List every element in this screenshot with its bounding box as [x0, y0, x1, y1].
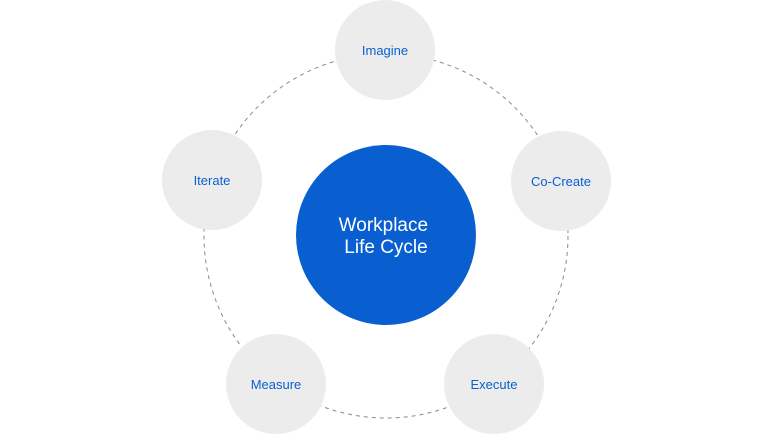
- center-title-line2: Life Cycle: [344, 237, 427, 258]
- stage-node-execute: Execute: [444, 334, 544, 434]
- stage-label-measure: Measure: [251, 377, 302, 392]
- stage-label-iterate: Iterate: [194, 173, 231, 188]
- stage-circle: [335, 0, 435, 100]
- stage-node-measure: Measure: [226, 334, 326, 434]
- stage-label-execute: Execute: [471, 377, 518, 392]
- center-title-line1: Workplace: [339, 215, 428, 236]
- stage-label-co-create: Co-Create: [531, 174, 591, 189]
- stage-circle: [226, 334, 326, 434]
- center-title: Workplace Life Cycle: [339, 215, 434, 258]
- stage-circle: [511, 131, 611, 231]
- center-node: Workplace Life Cycle: [296, 145, 476, 325]
- stage-node-imagine: Imagine: [335, 0, 435, 100]
- center-circle: [296, 145, 476, 325]
- stage-circle: [444, 334, 544, 434]
- stage-node-iterate: Iterate: [162, 130, 262, 230]
- stage-node-co-create: Co-Create: [511, 131, 611, 231]
- stage-circle: [162, 130, 262, 230]
- stage-label-imagine: Imagine: [362, 43, 408, 58]
